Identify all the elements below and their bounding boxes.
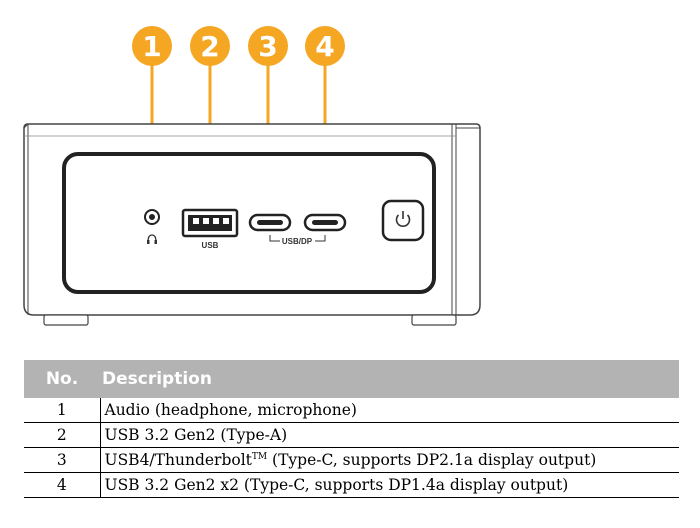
power-button [381, 199, 425, 242]
table-row: 4 USB 3.2 Gen2 x2 (Type-C, supports DP1.… [24, 472, 679, 498]
callout-number-1: 1 [142, 30, 161, 63]
table-row: 1 Audio (headphone, microphone) [24, 398, 679, 423]
row-number: 4 [24, 472, 101, 498]
row-description: USB 3.2 Gen2 (Type-A) [100, 422, 679, 448]
table-row: 3 USB4/ThunderboltTM (Type-C, supports D… [24, 447, 679, 473]
row-description: USB 3.2 Gen2 x2 (Type-C, supports DP1.4a… [100, 472, 679, 498]
header-no: No. [24, 360, 100, 398]
usb-c-port-thunderbolt [248, 213, 292, 232]
usb-port-label: USB [202, 241, 219, 250]
power-icon [395, 211, 411, 227]
callout-badge-3: 3 [248, 26, 288, 66]
usb-c-port-dp [303, 213, 347, 232]
trademark-superscript: TM [251, 451, 268, 462]
device-front-diagram: 1 2 3 4 [23, 26, 481, 326]
headphone-icon [147, 234, 157, 244]
row-description-suffix: (Type-C, supports DP2.1a display output) [267, 451, 597, 469]
row-description: Audio (headphone, microphone) [100, 398, 679, 423]
usb-dp-label: USB/DP [282, 237, 313, 246]
callout-number-2: 2 [200, 30, 219, 63]
callout-badge-4: 4 [305, 26, 345, 66]
row-number: 2 [24, 422, 101, 448]
row-description: USB4/ThunderboltTM (Type-C, supports DP2… [100, 447, 679, 473]
row-number: 3 [24, 447, 101, 473]
usb-dp-bracket [269, 235, 326, 242]
header-description: Description [100, 360, 679, 398]
table-header-row: No. Description [24, 360, 679, 398]
audio-jack [144, 209, 160, 225]
callout-number-3: 3 [258, 30, 277, 63]
row-description-prefix: USB4/Thunderbolt [104, 451, 252, 469]
table-row: 2 USB 3.2 Gen2 (Type-A) [24, 422, 679, 448]
row-number: 1 [24, 398, 101, 423]
callout-badge-2: 2 [190, 26, 230, 66]
usb-a-port [181, 208, 239, 238]
callout-number-4: 4 [315, 30, 334, 63]
device-foot-right [411, 314, 457, 326]
port-description-table: No. Description 1 Audio (headphone, micr… [24, 360, 679, 498]
callout-badge-1: 1 [132, 26, 172, 66]
device-foot-left [43, 314, 89, 326]
